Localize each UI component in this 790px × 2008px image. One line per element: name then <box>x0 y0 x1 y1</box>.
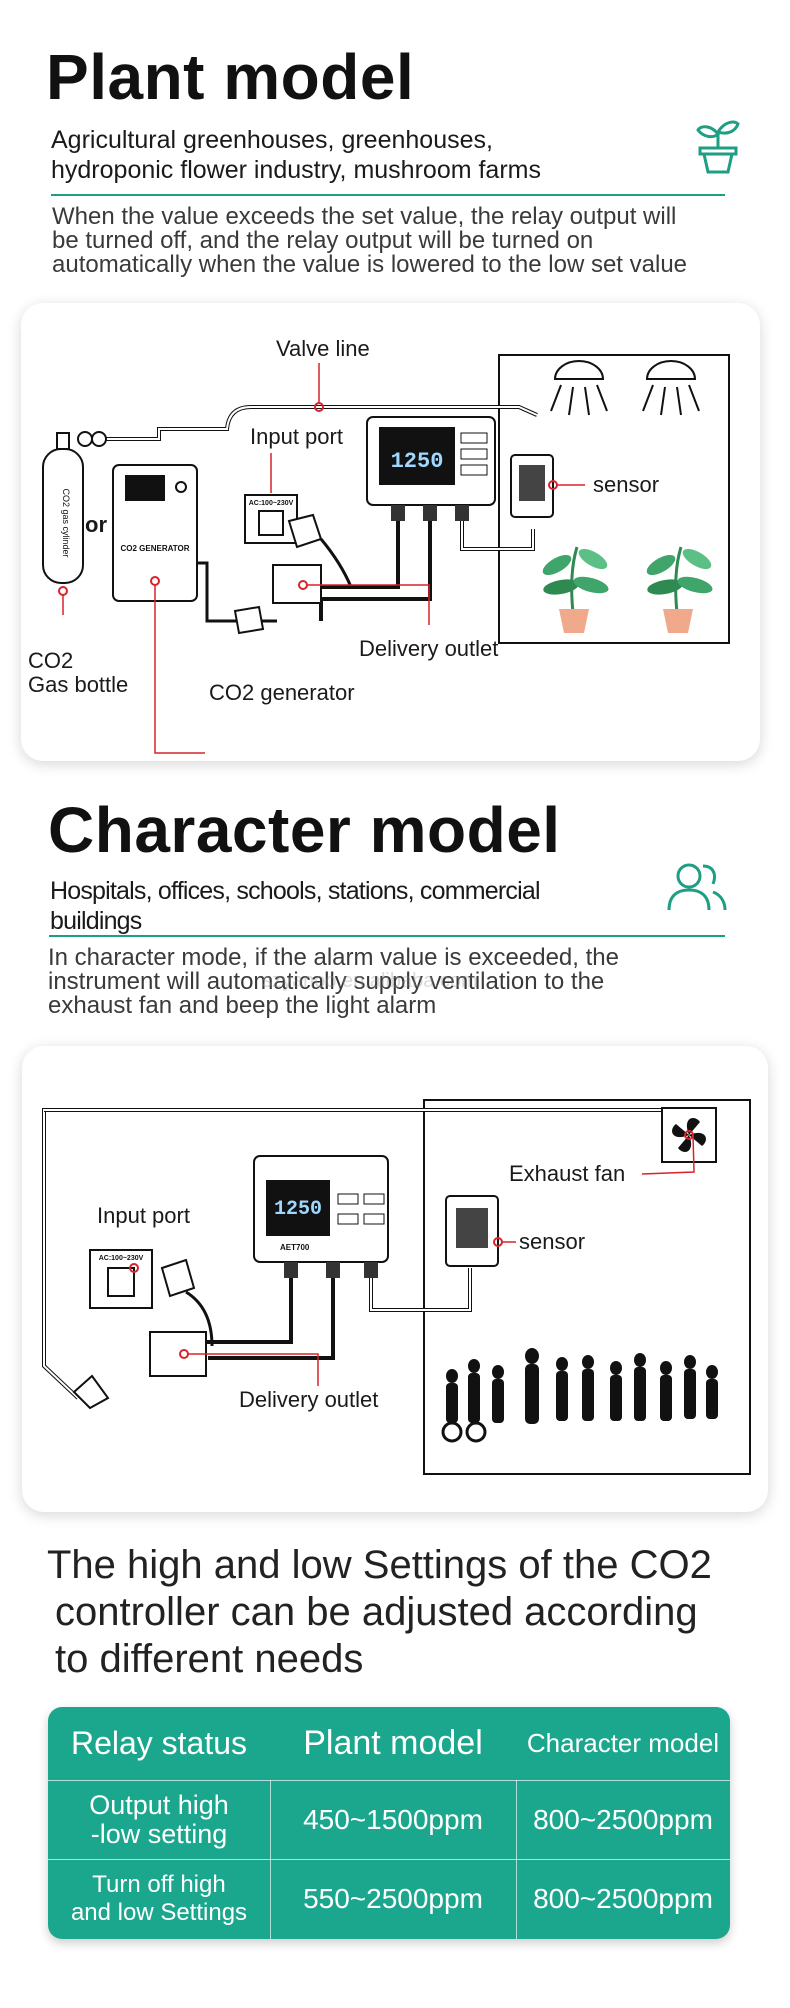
character-subtitle-line-2: buildings <box>50 907 142 935</box>
character-divider <box>49 935 725 937</box>
plant-divider <box>51 194 725 196</box>
co2-generator-label: CO2 generator <box>209 680 355 705</box>
table-row-1-status-line-2: -low setting <box>90 1818 228 1849</box>
table-row-2-character: 800~2500ppm <box>533 1883 713 1914</box>
character-model-subtitle: Hospitals, offices, schools, stations, c… <box>50 876 541 936</box>
table-row-1-plant: 450~1500ppm <box>303 1803 483 1835</box>
character-diagram-card: 1250 AET700 AC:100~230V <box>22 1046 768 1512</box>
plant-description: When the value exceeds the set value, th… <box>52 205 687 277</box>
table-row-1-status-line-1: Output high <box>89 1789 229 1820</box>
plant-subtitle-line-1: Agricultural greenhouses, greenhouses, <box>51 126 493 154</box>
settings-heading-line-1: The high and low Settings of the CO2 <box>47 1543 712 1587</box>
plant-desc-line-1: When the value exceeds the set value, th… <box>52 203 677 230</box>
plant-subtitle-line-2: hydroponic flower industry, mushroom far… <box>51 156 541 184</box>
exhaust-fan-label: Exhaust fan <box>509 1161 626 1186</box>
plant-model-title: Plant model <box>46 41 415 113</box>
settings-heading-line-2: controller can be adjusted according <box>55 1590 698 1634</box>
table-row-2-status: Turn off high and low Settings <box>48 1859 270 1939</box>
controller-display-value: 1250 <box>391 449 444 474</box>
device-model-label: AET700 <box>280 1243 310 1252</box>
table-row-divider <box>48 1780 730 1781</box>
character-wiring-diagram: 1250 AET700 AC:100~230V <box>42 1099 751 1475</box>
table-row-2-plant: 550~2500ppm <box>303 1883 483 1914</box>
controller-display-value-2: 1250 <box>274 1198 322 1221</box>
character-subtitle-line-1: Hospitals, offices, schools, stations, c… <box>50 877 541 905</box>
potted-plant-icon <box>542 546 713 633</box>
grow-lamp-icon <box>550 360 700 416</box>
settings-heading-line-3: to different needs <box>55 1637 364 1681</box>
settings-heading: The high and low Settings of the CO2 con… <box>47 1542 712 1683</box>
generator-panel-label: CO2 GENERATOR <box>120 544 189 553</box>
plant-diagram-card: CO2 gas cylinder CO2 GENERATOR 1250 <box>21 303 760 761</box>
table-header-character-model: Character model <box>526 1728 720 1758</box>
table-header-plant-model: Plant model <box>303 1724 483 1762</box>
plant-model-subtitle: Agricultural greenhouses, greenhouses, h… <box>51 125 541 185</box>
plant-pot-icon <box>696 120 740 174</box>
co2-bottle-label: CO2 Gas bottle <box>28 649 128 697</box>
or-label: or <box>85 512 107 537</box>
table-row-2-status-line-1: Turn off high <box>92 1871 226 1898</box>
co2-bottle-label-line-1: CO2 <box>28 648 74 673</box>
character-desc-line-3: exhaust fan and beep the light alarm <box>48 992 437 1019</box>
sensor-label: sensor <box>593 472 660 497</box>
character-model-title: Character model <box>48 794 561 866</box>
input-port-label: Input port <box>250 424 343 449</box>
relay-settings-table: Relay status Plant model Character model… <box>48 1707 730 1939</box>
character-description: In character mode, if the alarm value is… <box>48 946 619 1018</box>
valve-line-label: Valve line <box>276 336 370 361</box>
character-desc-line-2: instrument will automatically supply ven… <box>48 968 605 995</box>
input-socket-label: AC:100~230V <box>249 500 294 507</box>
cylinder-label: CO2 gas cylinder <box>61 488 71 557</box>
watermark: szyanoo.en.alibaba.com <box>262 970 478 992</box>
table-column-divider <box>270 1780 271 1939</box>
table-column-divider <box>516 1780 517 1939</box>
input-port-label-2: Input port <box>97 1203 190 1228</box>
plant-wiring-diagram: CO2 gas cylinder CO2 GENERATOR 1250 <box>42 354 730 754</box>
co2-bottle-label-line-2: Gas bottle <box>28 672 129 697</box>
delivery-outlet-label-2: Delivery outlet <box>239 1387 379 1412</box>
sensor-label-2: sensor <box>519 1229 586 1254</box>
people-icon <box>667 863 727 911</box>
table-row-divider <box>48 1859 730 1860</box>
table-header-relay-status: Relay status <box>70 1725 248 1761</box>
table-row-1-status: Output high -low setting <box>48 1780 270 1859</box>
table-row-1-character: 800~2500ppm <box>533 1803 713 1835</box>
crowd-silhouette <box>441 1348 718 1443</box>
plant-desc-line-3: automatically when the value is lowered … <box>52 251 688 278</box>
delivery-outlet-label: Delivery outlet <box>359 636 499 661</box>
plant-desc-line-2: be turned off, and the relay output will… <box>52 227 594 254</box>
character-desc-line-1: In character mode, if the alarm value is… <box>48 944 619 971</box>
exhaust-fan-icon <box>672 1118 706 1152</box>
table-row-2-status-line-2: and low Settings <box>70 1899 248 1926</box>
input-socket-label-2: AC:100~230V <box>99 1255 144 1262</box>
